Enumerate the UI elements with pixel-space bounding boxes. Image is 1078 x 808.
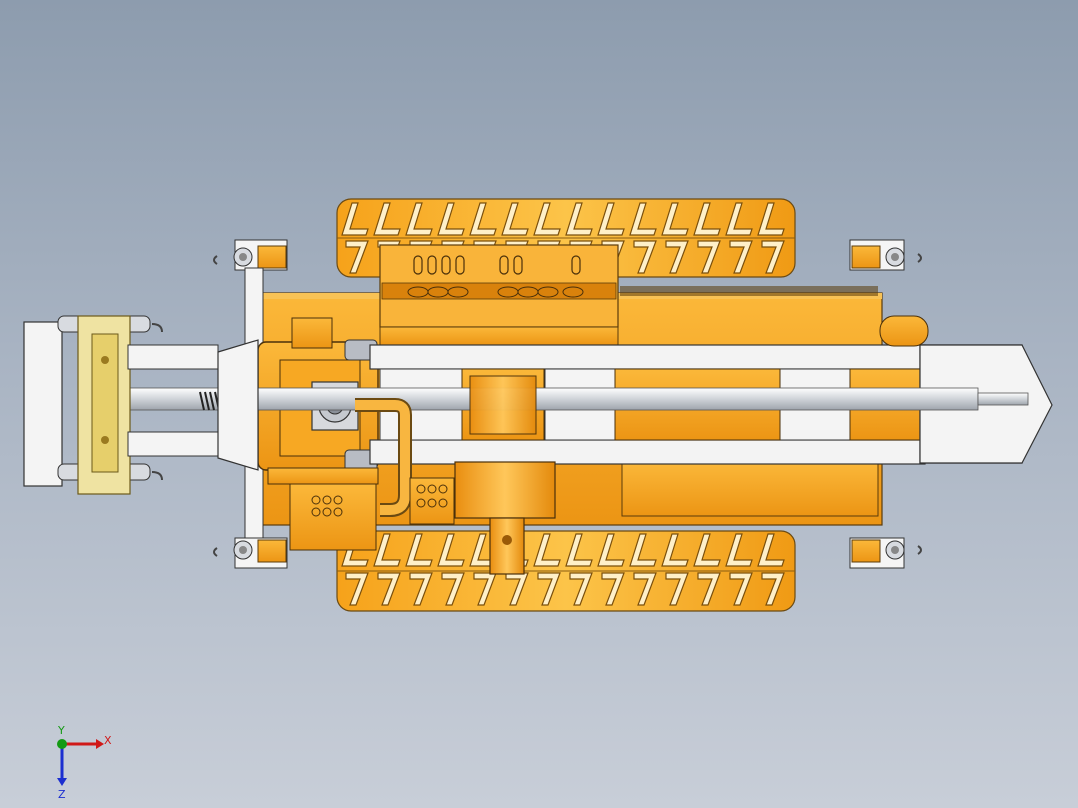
louver-slot [455, 255, 465, 275]
engine-louvers [407, 255, 584, 298]
lower-track-shoes-bottom [345, 572, 785, 606]
track-shoe [757, 202, 785, 236]
louver-port [562, 286, 584, 298]
track-shoe [601, 572, 625, 606]
track-shoe [505, 572, 529, 606]
track-shoe [629, 533, 657, 567]
track-shoe [697, 240, 721, 274]
louver-slot [441, 255, 451, 275]
louver-port [537, 286, 559, 298]
track-shoe [725, 533, 753, 567]
track-shoe [629, 202, 657, 236]
track-shoe [757, 533, 785, 567]
louver-slot [571, 255, 581, 275]
z-axis-label: Z [58, 788, 66, 800]
track-shoe [409, 572, 433, 606]
louver-slot [413, 255, 423, 275]
track-shoe [661, 533, 689, 567]
track-shoe [665, 240, 689, 274]
outrigger-front-right[interactable] [849, 239, 922, 271]
outrigger-rear-right[interactable] [849, 537, 922, 569]
louver-slot [513, 255, 523, 275]
track-shoe [537, 572, 561, 606]
track-shoe [405, 533, 433, 567]
coordinate-triad: X Y Z [57, 724, 112, 800]
track-shoe [569, 572, 593, 606]
x-axis-arrow-icon [62, 739, 104, 749]
track-shoe [597, 533, 625, 567]
track-shoe [597, 202, 625, 236]
track-shoe [729, 572, 753, 606]
y-axis-origin-icon [57, 739, 67, 749]
louver-slot [427, 255, 437, 275]
drill-rod[interactable] [127, 375, 1029, 435]
louver-port [447, 286, 469, 298]
track-shoe [661, 202, 689, 236]
track-shoe [729, 240, 753, 274]
thread-tooth [209, 391, 215, 411]
track-shoe [345, 240, 369, 274]
track-shoe [633, 240, 657, 274]
track-shoe [697, 572, 721, 606]
track-shoe [565, 202, 593, 236]
outrigger-front-left[interactable] [213, 239, 288, 271]
track-shoe [693, 533, 721, 567]
upper-track-shoes-top [341, 202, 785, 236]
track-shoe [469, 202, 497, 236]
track-shoe [761, 240, 785, 274]
engine-hood[interactable] [379, 244, 619, 346]
thread-tooth [199, 391, 205, 411]
valve-bank[interactable] [409, 477, 455, 525]
track-shoe [437, 202, 465, 236]
power-head-bolts [311, 495, 343, 517]
louver-slot [499, 255, 509, 275]
x-axis-label: X [104, 734, 112, 747]
track-shoe [441, 572, 465, 606]
hydraulic-pipe[interactable] [355, 398, 412, 517]
track-shoe [373, 533, 401, 567]
thread-tooth [204, 391, 210, 411]
track-shoe [501, 202, 529, 236]
fuel-tank[interactable] [879, 315, 929, 347]
track-shoe [345, 572, 369, 606]
track-shoe [565, 533, 593, 567]
track-shoe [761, 572, 785, 606]
outrigger-rear-left[interactable] [213, 537, 288, 569]
track-shoe [633, 572, 657, 606]
track-shoe [377, 572, 401, 606]
track-shoe [533, 202, 561, 236]
track-shoe [725, 202, 753, 236]
track-shoe [341, 202, 369, 236]
rotary-motor[interactable] [454, 461, 556, 575]
track-shoe [437, 533, 465, 567]
track-shoe [405, 202, 433, 236]
y-axis-label: Y [57, 724, 65, 737]
z-axis-arrow-icon [57, 744, 67, 786]
track-shoe [373, 202, 401, 236]
front-vise[interactable] [23, 315, 219, 495]
track-shoe [693, 202, 721, 236]
track-shoe [533, 533, 561, 567]
track-shoe [665, 572, 689, 606]
lower-track[interactable] [336, 530, 796, 612]
front-mount-plate [217, 339, 259, 471]
